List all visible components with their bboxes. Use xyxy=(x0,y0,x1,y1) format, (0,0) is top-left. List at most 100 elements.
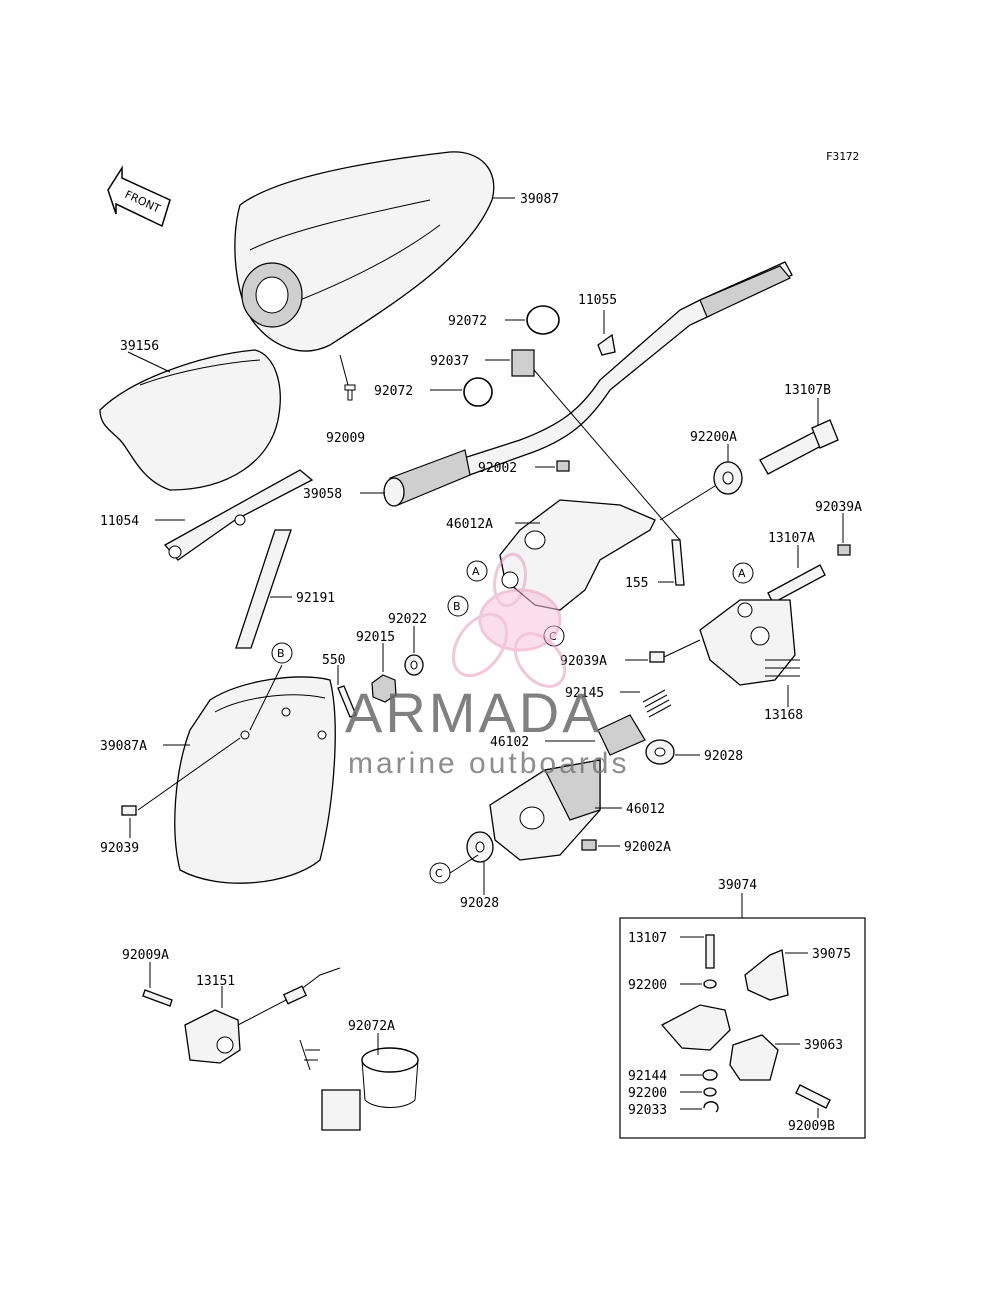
bracket-13168 xyxy=(699,599,800,686)
ref-mark-a-right: A xyxy=(732,562,754,584)
label-550: 550 xyxy=(322,653,345,668)
clamp-92072-lower xyxy=(463,377,493,407)
watermark-tagline: marine outboards xyxy=(348,747,629,780)
label-92002: 92002 xyxy=(478,461,517,476)
bolt-92002A xyxy=(581,839,597,851)
label-46102: 46102 xyxy=(490,735,529,750)
label-92072A: 92072A xyxy=(348,1019,395,1034)
label-39063: 39063 xyxy=(804,1038,843,1053)
bracket-46012A xyxy=(499,499,656,611)
washer-92022 xyxy=(404,654,424,676)
label-13107A: 13107A xyxy=(768,531,815,546)
screw-92039 xyxy=(121,805,137,816)
label-39087: 39087 xyxy=(520,192,559,207)
handlebar-cover-39087 xyxy=(234,151,495,352)
clip-11055 xyxy=(597,333,616,356)
pin-550 xyxy=(337,685,357,718)
svg-text:C: C xyxy=(435,867,443,880)
label-11054: 11054 xyxy=(100,514,139,529)
label-92015: 92015 xyxy=(356,630,395,645)
switch-13151 xyxy=(184,967,341,1064)
pin-155 xyxy=(671,539,685,586)
handlebar-39058 xyxy=(383,261,793,507)
label-11055: 11055 xyxy=(578,293,617,308)
watermark-brand: ARMADA xyxy=(345,681,603,744)
label-46012: 46012 xyxy=(626,802,665,817)
label-92022: 92022 xyxy=(388,612,427,627)
label-39087A: 39087A xyxy=(100,739,147,754)
label-92072-upper: 92072 xyxy=(448,314,487,329)
pin-13107 xyxy=(705,934,715,969)
block-92037 xyxy=(511,349,535,377)
label-92037: 92037 xyxy=(430,354,469,369)
label-39075: 39075 xyxy=(812,947,851,962)
ref-mark-a-upper: A xyxy=(466,560,488,582)
bracket-46012 xyxy=(489,759,601,861)
label-92200-upper: 92200 xyxy=(628,978,667,993)
lower-cover-39087A xyxy=(174,676,336,884)
screw-92009B xyxy=(795,1084,831,1109)
washer-92200A xyxy=(713,461,743,495)
label-92002A: 92002A xyxy=(624,840,671,855)
rod-13107A xyxy=(767,564,826,604)
gear-shaft-46102 xyxy=(597,714,646,756)
label-155: 155 xyxy=(625,576,648,591)
label-13107: 13107 xyxy=(628,931,667,946)
screw-92039A-top xyxy=(837,544,851,556)
label-13107B: 13107B xyxy=(784,383,831,398)
svg-text:B: B xyxy=(453,600,461,613)
label-92009A: 92009A xyxy=(122,948,169,963)
washer-92028-upper xyxy=(645,739,675,765)
washer-92200-upper xyxy=(703,979,717,989)
label-92039A-top: 92039A xyxy=(815,500,862,515)
label-92200-lower: 92200 xyxy=(628,1086,667,1101)
box-39074 xyxy=(619,893,866,1139)
label-46012A: 46012A xyxy=(446,517,493,532)
svg-text:A: A xyxy=(472,565,480,578)
label-39058: 39058 xyxy=(303,487,342,502)
cover-39156 xyxy=(99,349,281,491)
screw-92009 xyxy=(344,384,356,401)
label-92009: 92009 xyxy=(326,431,365,446)
label-92200A: 92200A xyxy=(690,430,737,445)
figure-code: F3172 xyxy=(826,150,859,163)
part-39063 xyxy=(729,1034,779,1081)
washer-92200-lower xyxy=(703,1087,717,1097)
washer-92028-lower xyxy=(466,831,494,863)
label-39074: 39074 xyxy=(718,878,757,893)
lever-assembly-11054 xyxy=(163,469,314,561)
label-92191: 92191 xyxy=(296,591,335,606)
label-92039A-mid: 92039A xyxy=(560,654,607,669)
ref-mark-b-lower: B xyxy=(271,642,293,664)
label-92028-upper: 92028 xyxy=(704,749,743,764)
label-92009B: 92009B xyxy=(788,1119,835,1134)
label-92072-lower: 92072 xyxy=(374,384,413,399)
label-39156: 39156 xyxy=(120,339,159,354)
ref-mark-c-lower: C xyxy=(429,862,451,884)
part-39075 xyxy=(744,949,789,1001)
label-92028-lower: 92028 xyxy=(460,896,499,911)
spring-92145 xyxy=(642,689,672,718)
front-arrow: FRONT xyxy=(107,165,171,228)
label-92033: 92033 xyxy=(628,1103,667,1118)
svg-text:B: B xyxy=(277,647,285,660)
washer-92144 xyxy=(702,1069,718,1081)
clamp-92072-upper xyxy=(526,305,560,335)
lever-body xyxy=(660,1004,731,1051)
nut-92015 xyxy=(371,674,397,703)
bolt-13107B xyxy=(759,419,839,475)
label-13151: 13151 xyxy=(196,974,235,989)
rod-92191 xyxy=(235,529,292,649)
screw-92039A-mid xyxy=(649,651,665,663)
clamp-band-92072A xyxy=(299,1039,419,1131)
armada-watermark-logo: ARMADA marine outboards xyxy=(345,552,629,780)
circlip-92033 xyxy=(703,1101,719,1113)
bolt-92002 xyxy=(556,460,570,472)
screw-92009A xyxy=(142,989,173,1007)
label-13168: 13168 xyxy=(764,708,803,723)
label-92039: 92039 xyxy=(100,841,139,856)
ref-mark-b-upper: B xyxy=(447,595,469,617)
label-92144: 92144 xyxy=(628,1069,667,1084)
label-92145: 92145 xyxy=(565,686,604,701)
